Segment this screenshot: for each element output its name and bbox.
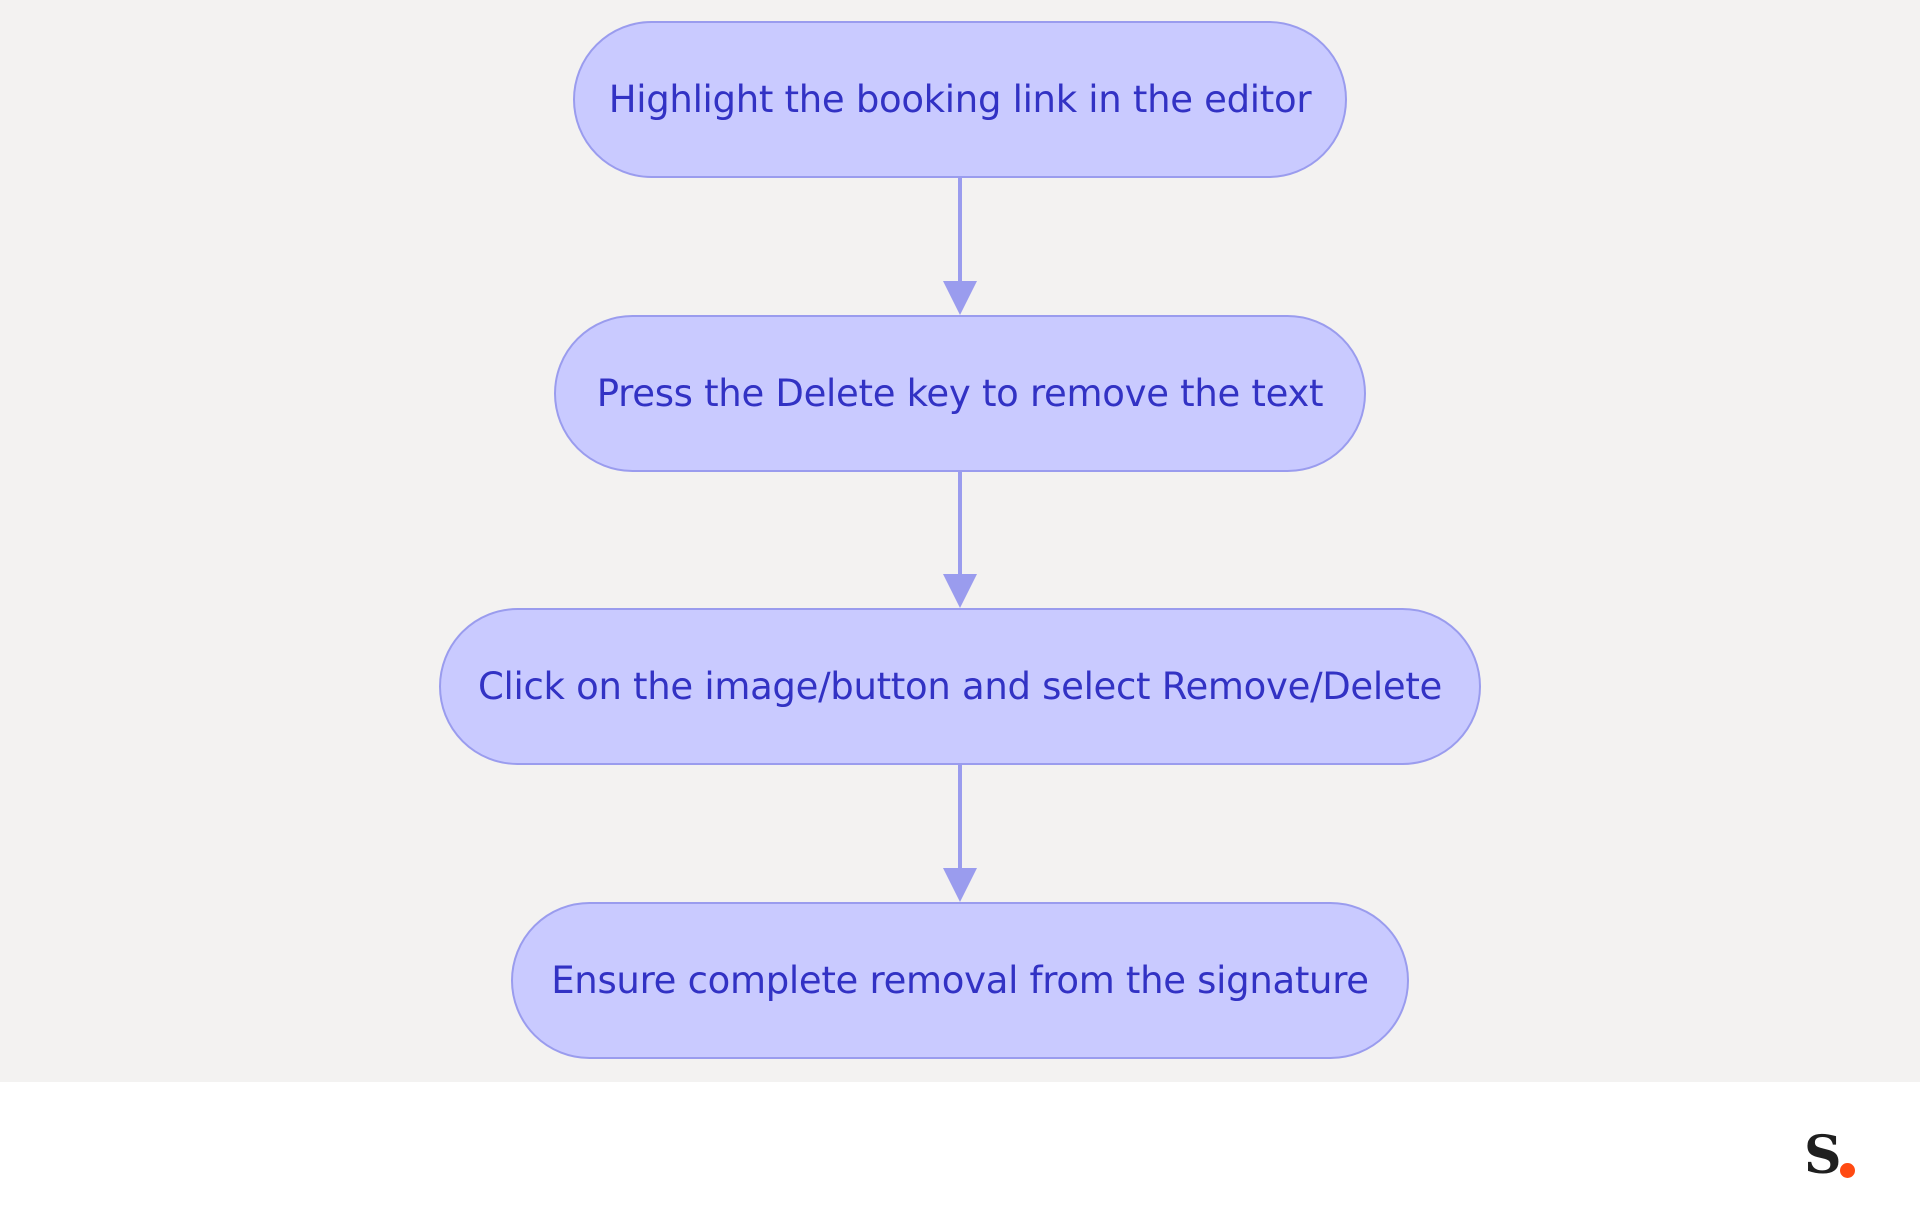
flow-step-ensure-removal: Ensure complete removal from the signatu…: [511, 902, 1409, 1059]
arrow-n1-n2: [943, 178, 977, 315]
arrow-head-icon: [943, 281, 977, 315]
arrow-n3-n4: [943, 765, 977, 902]
flow-step-click-remove: Click on the image/button and select Rem…: [439, 608, 1481, 765]
flow-step-press-delete: Press the Delete key to remove the text: [554, 315, 1366, 472]
connectors-layer: [943, 178, 977, 902]
diagram-canvas: Highlight the booking link in the editor…: [0, 0, 1920, 1082]
logo-letter: S: [1804, 1125, 1842, 1186]
arrow-n2-n3: [943, 472, 977, 608]
logo-dot-icon: [1840, 1163, 1855, 1178]
flow-step-label: Highlight the booking link in the editor: [608, 78, 1312, 121]
flow-step-label: Click on the image/button and select Rem…: [477, 665, 1443, 708]
brand-logo-icon: S: [1804, 1128, 1864, 1184]
footer-bar: [0, 1082, 1920, 1215]
arrow-head-icon: [943, 574, 977, 608]
flow-step-highlight-link: Highlight the booking link in the editor: [573, 21, 1347, 178]
flow-step-label: Ensure complete removal from the signatu…: [551, 959, 1369, 1002]
flow-step-label: Press the Delete key to remove the text: [596, 372, 1324, 415]
arrow-head-icon: [943, 868, 977, 902]
